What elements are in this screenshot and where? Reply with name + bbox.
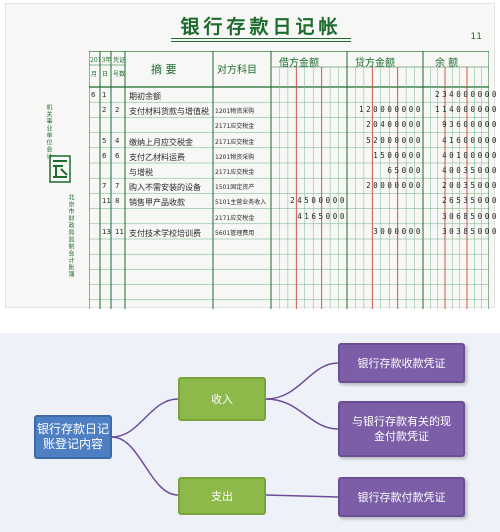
- row-account: 2171应交税金: [215, 169, 255, 176]
- row-summary: 与增税: [129, 168, 153, 177]
- row-day: 13: [102, 227, 111, 236]
- row-balance: 26535000: [442, 196, 499, 206]
- row-summary: 缴纳上月应交税金: [129, 137, 193, 147]
- row-account: 1201物资采购: [215, 153, 255, 161]
- row-account: 2171应交税金: [215, 138, 255, 146]
- header-voucher-no: 号数: [113, 71, 126, 78]
- row-debit: 24500000: [290, 196, 347, 206]
- mindmap-root: 银行存款日记账登记内容: [34, 415, 112, 459]
- row-day: 2: [102, 106, 107, 115]
- row-balance: 30385000: [442, 226, 499, 236]
- row-balance: 30685000: [442, 211, 499, 221]
- row-credit: 65000: [387, 166, 423, 175]
- header-day: 日: [102, 71, 109, 78]
- row-month: 6: [91, 91, 96, 99]
- row-voucher-no: 2: [115, 106, 120, 115]
- row-summary: 销售甲产品收款: [129, 198, 185, 208]
- row-summary: 支付乙材料运费: [129, 152, 185, 162]
- leaf-bank-receipt-voucher: 银行存款收款凭证: [338, 343, 465, 383]
- row-debit: 4165000: [297, 211, 347, 221]
- branch-expense: 支出: [178, 477, 266, 515]
- row-balance: 40100000: [442, 150, 499, 160]
- row-credit: 120000000: [358, 105, 423, 115]
- row-summary: 支付技术学校培训费: [129, 228, 201, 238]
- header-balance: 余 额: [435, 58, 459, 69]
- row-account: 1201物资采购: [215, 108, 255, 116]
- ledger-image: 银行存款日记帐 11 机关事业单位会计 北京市财政局监制会计账簿 2013年 凭…: [5, 3, 496, 309]
- mindmap: 银行存款日记账登记内容 收入 支出 银行存款收款凭证 与银行存款有关的现金付款凭…: [0, 333, 500, 532]
- row-balance: 40035000: [442, 166, 499, 175]
- row-voucher-no: 11: [115, 227, 124, 236]
- side-text-left: 机关事业单位会计: [45, 104, 52, 160]
- title-underline-2: [171, 41, 351, 42]
- page-number: 11: [470, 32, 482, 42]
- leaf-cash-payment-voucher: 与银行存款有关的现金付款凭证: [338, 401, 465, 457]
- row-credit: 1500000: [373, 150, 423, 160]
- mindmap-connectors: [111, 362, 339, 498]
- row-day: 6: [102, 151, 107, 160]
- row-balance: 41600000: [442, 135, 499, 145]
- row-credit: 52000000: [366, 135, 423, 145]
- row-balance: 114000000: [434, 105, 499, 115]
- row-account: 2171应交税金: [215, 214, 255, 222]
- header-debit: 借方金额: [279, 58, 319, 69]
- ledger-table: 2013年 凭证 月 日 号数 摘 要 对方科目 借方金额 贷方金额 余 额 6…: [89, 51, 496, 309]
- row-account: 2171应交税金: [215, 123, 255, 131]
- publisher-logo: [49, 155, 71, 183]
- row-voucher-no: 6: [115, 151, 120, 160]
- header-voucher: 凭证: [113, 57, 126, 64]
- row-credit: 20400000: [366, 120, 423, 130]
- side-text-right: 北京市财政局监制会计账簿: [67, 194, 74, 278]
- row-summary: 期初余额: [129, 92, 161, 101]
- row-voucher-no: 7: [115, 182, 120, 191]
- title-underline: [171, 38, 351, 39]
- row-summary: 购入不需安装的设备: [129, 183, 201, 193]
- row-balance: 234000000: [434, 90, 499, 99]
- row-day: 5: [102, 136, 107, 145]
- header-credit: 贷方金额: [355, 58, 395, 69]
- row-credit: 3000000: [373, 226, 423, 236]
- row-day: 1: [102, 91, 107, 99]
- row-account: 5101主营业务收入: [215, 199, 267, 207]
- header-month: 月: [91, 71, 98, 78]
- leaf-bank-payment-voucher: 银行存款付款凭证: [338, 477, 465, 517]
- row-day: 7: [102, 182, 107, 191]
- row-credit: 20000000: [366, 181, 423, 191]
- row-balance: 93600000: [442, 120, 499, 130]
- header-counter-account: 对方科目: [217, 65, 257, 76]
- ledger-title: 银行存款日记帐: [180, 16, 342, 38]
- row-day: 11: [102, 197, 111, 206]
- ledger-grid-lines: [89, 51, 489, 309]
- row-voucher-no: 8: [115, 197, 120, 206]
- header-year: 2013年: [90, 57, 112, 64]
- header-summary: 摘 要: [151, 63, 177, 76]
- row-summary: 支付材料货款与增值税: [129, 107, 209, 117]
- branch-income: 收入: [178, 377, 266, 421]
- row-account: 5601管理费用: [215, 229, 255, 237]
- row-account: 1501固定资产: [215, 184, 255, 192]
- row-balance: 20035000: [442, 181, 499, 191]
- row-voucher-no: 4: [115, 136, 120, 145]
